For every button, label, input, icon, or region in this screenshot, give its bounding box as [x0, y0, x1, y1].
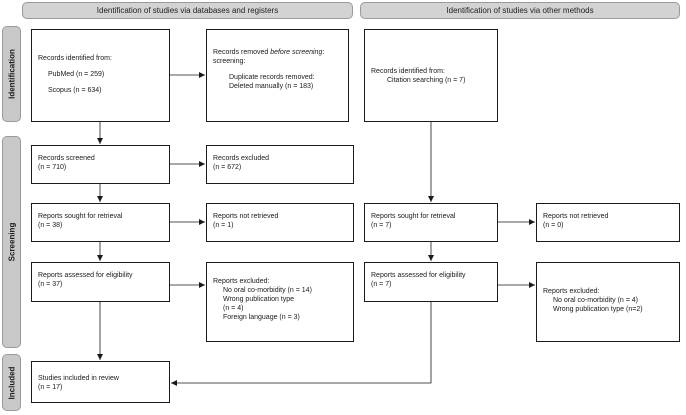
phase-screening: Screening [2, 136, 21, 348]
other-reports-excluded-title: Reports excluded: [543, 288, 600, 295]
other-reports-sought-title: Reports sought for retrieval [371, 213, 456, 220]
other-reports-assessed-title: Reports assessed for eligibility [371, 272, 466, 279]
other-reports-not-retrieved-count: (n = 0) [543, 222, 564, 229]
deleted-manually-count: Deleted manually (n = 183) [229, 83, 314, 90]
records-screened-count: (n = 710) [38, 164, 67, 171]
db-reports-sought-box: Reports sought for retrieval (n = 38) [31, 203, 170, 242]
records-screened-box: Records screened (n = 710) [31, 145, 170, 184]
other-reports-not-retrieved-box: Reports not retrieved (n = 0) [536, 203, 680, 242]
other-records-identified-box: Records identified from: Citation search… [364, 29, 498, 122]
db-excluded-wrong-publication-type: Wrong publication type [223, 296, 295, 303]
citation-searching-count: Citation searching (n = 7) [387, 77, 466, 84]
db-reports-not-retrieved-title: Reports not retrieved [213, 213, 279, 220]
other-reports-sought-box: Reports sought for retrieval (n = 7) [364, 203, 498, 242]
db-excluded-no-oral-comorbidity: No oral co-morbidity (n = 14) [223, 287, 312, 294]
records-excluded-count: (n = 672) [213, 164, 242, 171]
header-other-methods: Identification of studies via other meth… [360, 2, 680, 19]
records-identified-box: Records identified from: PubMed (n = 259… [31, 29, 170, 122]
db-reports-assessed-box: Reports assessed for eligibility (n = 37… [31, 262, 170, 302]
db-reports-sought-title: Reports sought for retrieval [38, 213, 123, 220]
db-reports-sought-count: (n = 38) [38, 222, 63, 229]
phase-identification: Identification [2, 26, 21, 122]
other-reports-assessed-count: (n = 7) [371, 281, 392, 288]
header-databases: Identification of studies via databases … [22, 2, 353, 19]
arrow-other-assessed-to-included [171, 302, 432, 386]
studies-included-box: Studies included in review (n = 17) [31, 361, 170, 403]
records-excluded-box: Records excluded (n = 672) [206, 145, 354, 184]
db-reports-excluded-box: Reports excluded: No oral co-morbidity (… [206, 262, 354, 342]
studies-included-title: Studies included in review [38, 375, 119, 382]
records-removed-box: Records removed before screening: screen… [206, 29, 349, 122]
duplicate-records-removed: Duplicate records removed: [229, 74, 315, 81]
other-reports-not-retrieved-title: Reports not retrieved [543, 213, 609, 220]
other-excluded-no-oral-comorbidity: No oral co-morbidity (n = 4) [553, 297, 639, 304]
records-excluded-title: Records excluded [213, 155, 270, 162]
records-removed-title: Records removed before screening: [213, 49, 325, 56]
db-reports-excluded-title: Reports excluded: [213, 278, 270, 285]
other-excluded-wrong-publication-type: Wrong publication type (n=2) [553, 306, 643, 313]
db-reports-not-retrieved-count: (n = 1) [213, 222, 234, 229]
other-records-identified-title: Records identified from: [371, 68, 445, 75]
scopus-count: Scopus (n = 634) [48, 87, 102, 94]
db-excluded-foreign-language: Foreign language (n = 3) [223, 314, 300, 321]
records-removed-subtitle: screening: [213, 58, 246, 65]
db-excluded-wrong-publication-type-count: (n = 4) [223, 305, 244, 312]
phase-included: Included [2, 354, 21, 411]
other-reports-sought-count: (n = 7) [371, 222, 392, 229]
studies-included-count: (n = 17) [38, 384, 63, 391]
records-identified-title: Records identified from: [38, 55, 112, 62]
db-reports-assessed-count: (n = 37) [38, 281, 63, 288]
db-reports-assessed-title: Reports assessed for eligibility [38, 272, 133, 279]
db-reports-not-retrieved-box: Reports not retrieved (n = 1) [206, 203, 354, 242]
pubmed-count: PubMed (n = 259) [48, 71, 105, 78]
other-reports-excluded-box: Reports excluded: No oral co-morbidity (… [536, 262, 680, 342]
other-reports-assessed-box: Reports assessed for eligibility (n = 7) [364, 262, 498, 302]
records-screened-title: Records screened [38, 155, 95, 162]
